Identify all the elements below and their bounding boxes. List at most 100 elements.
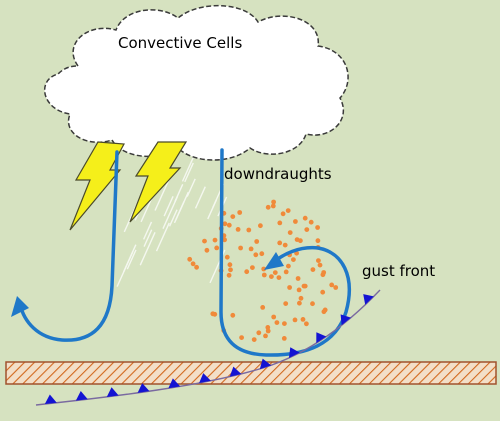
front-triangle-icon [168,378,181,389]
front-triangle-icon [199,373,211,384]
cloud-label: Convective Cells [118,34,243,52]
dust-particle [282,242,288,248]
dust-particle [226,222,232,228]
dust-particle [222,221,228,227]
dust-particle [285,208,291,214]
dust-particle [271,314,277,320]
rain-streak [154,179,170,211]
dust-particle [274,320,280,325]
dust-particle [283,301,289,306]
front-triangle-icon [44,394,57,405]
rain-streak [173,191,189,224]
dust-particle [287,230,293,236]
dust-particle [315,225,320,230]
dust-particle [296,287,302,293]
dust-particle [244,269,250,275]
lightning-bolt-icon [129,141,188,223]
dust-particle [194,264,200,270]
rain-streak [162,195,179,230]
dust-particle [251,337,257,342]
dust-particle [302,283,308,289]
dust-particle [237,210,243,215]
dust-particle [333,285,339,290]
front-triangle-icon [75,390,88,401]
dust-particle [265,328,271,334]
dust-particle [248,246,254,252]
dust-particle [258,223,263,229]
dust-particle [283,269,289,275]
dust-particle [282,321,287,326]
dust-particle [304,227,310,233]
dust-particle [276,275,282,280]
left-downdraught-arrow [18,150,119,342]
rain-streak [194,186,206,209]
rain-streak [186,178,196,197]
ground-surface [5,361,497,385]
dust-particle [212,237,218,243]
dust-particle [235,227,241,232]
dust-particle [298,295,304,301]
dust-particle [263,333,268,339]
rain-streaks [116,156,228,287]
dust-particle [204,247,210,253]
dust-particle [224,254,230,260]
dust-particle [304,321,309,327]
lightning-bolt-icon [69,141,125,231]
dust-particle [310,267,316,272]
dust-particle [254,239,260,244]
rain-streak [140,196,154,223]
dust-particle [293,219,298,224]
dust-particle [315,238,321,244]
dust-particle [246,227,252,233]
rain-streak [163,196,174,217]
rain-streak [116,251,134,287]
front-triangle-icon [137,383,150,393]
dust-particle [238,245,244,251]
dust-particle [190,261,196,267]
dust-particle [265,325,271,330]
front-triangle-icon [340,314,351,326]
dust-particle [230,214,236,220]
dust-particle [253,252,259,258]
front-triangle-icon [259,358,272,370]
swirl-arrowhead-icon [264,252,284,270]
dust-particle [261,266,267,272]
dust-particle [269,274,274,279]
front-triangle-icon [106,387,119,397]
front-triangle-icon [316,332,327,344]
dust-particle [228,267,233,273]
dust-particle [297,300,302,306]
dust-particle [292,317,298,323]
left-arrowhead-icon [11,296,29,317]
rain-streak [184,162,194,183]
gust-front-label: gust front [362,262,436,280]
front-triangle-icon [229,366,242,377]
dust-particle [210,311,216,317]
dust-particle [250,265,255,270]
dust-particle [291,257,296,262]
rain-streak [168,209,178,227]
dust-particle [227,262,233,268]
dust-particle [281,336,287,341]
dust-particle [214,245,220,251]
dust-particle [329,282,335,288]
dust-particle [317,262,323,268]
dust-particle [202,238,207,244]
dust-particle [308,219,314,225]
dust-particle [286,263,291,269]
downdraughts-label: downdraughts [224,165,332,183]
dust-particle [316,258,321,263]
dust-particle [295,276,301,281]
dust-particle [265,204,271,210]
dust-particle [187,256,193,262]
dust-particle [256,330,262,336]
dust-particle [302,215,308,221]
dust-particle [259,251,265,257]
gust-front-triangles [44,294,374,405]
dust-particle [300,317,306,322]
dust-particle [280,211,286,217]
front-triangle-icon [363,294,374,305]
dust-particle [239,335,245,340]
dust-particle [260,305,266,310]
